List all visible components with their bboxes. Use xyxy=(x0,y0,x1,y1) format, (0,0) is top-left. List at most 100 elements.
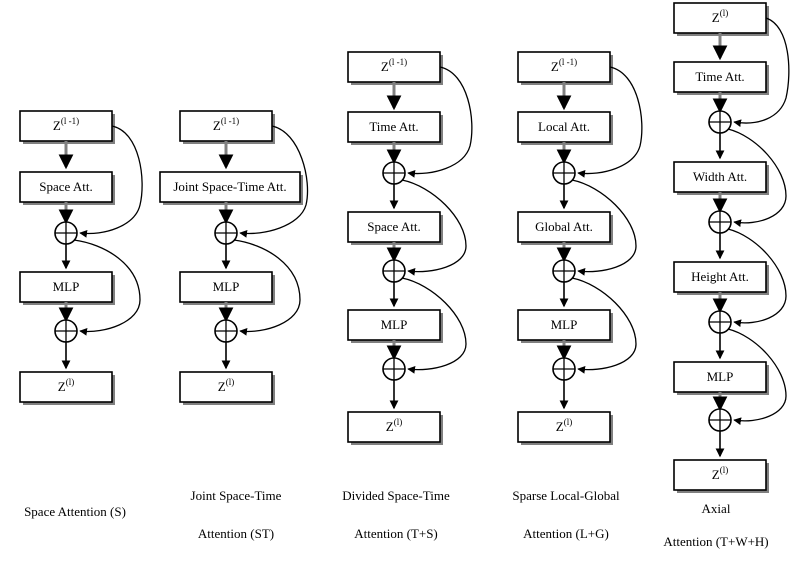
node-mlp: MLP xyxy=(347,309,443,343)
svg-text:Z(l): Z(l) xyxy=(58,377,74,394)
skip-connection-2 xyxy=(571,179,637,276)
skip-connection-1 xyxy=(733,17,790,127)
node-label: Space Att. xyxy=(367,219,420,234)
adder-1 xyxy=(552,161,576,185)
skip-connection-2 xyxy=(73,239,141,336)
node-label: Z xyxy=(53,118,61,133)
node-label: Z xyxy=(712,10,720,25)
column-space-attention: Z(l -1) Space Att. MLP xyxy=(19,110,143,519)
node-label: Z xyxy=(58,379,66,394)
node-label: MLP xyxy=(213,279,240,294)
svg-text:Z(l): Z(l) xyxy=(386,417,402,434)
adder-1 xyxy=(382,161,406,185)
node-label: Z xyxy=(551,59,559,74)
node-space-att: Space Att. xyxy=(347,211,443,245)
node-height-att: Height Att. xyxy=(673,261,769,295)
caption-line-1: Sparse Local-Global xyxy=(512,488,620,503)
node-label: Z xyxy=(556,419,564,434)
node-output-z: Z(l) xyxy=(517,411,613,445)
node-output-z: Z(l) xyxy=(347,411,443,445)
node-label: Time Att. xyxy=(695,69,744,84)
node-label-sup: (l -1) xyxy=(389,57,407,67)
node-label-sup: (l) xyxy=(564,417,573,427)
skip-connection-3 xyxy=(571,277,637,374)
skip-connection-3 xyxy=(401,277,467,374)
svg-text:Z(l): Z(l) xyxy=(218,377,234,394)
adder-3 xyxy=(552,357,576,381)
node-joint-space-time-att: Joint Space-Time Att. xyxy=(159,171,303,205)
node-space-att: Space Att. xyxy=(19,171,115,205)
skip-connection-1 xyxy=(79,125,143,238)
adder-1 xyxy=(214,221,238,245)
node-label: Z xyxy=(381,59,389,74)
node-input-z: Z(l -1) xyxy=(179,110,275,144)
node-label: Width Att. xyxy=(693,169,747,184)
node-output-z: Z(l) xyxy=(673,459,769,493)
node-label: MLP xyxy=(53,279,80,294)
caption-line-1: Divided Space-Time xyxy=(342,488,450,503)
column-sparse-local-global-attention: Z(l -1) Local Att. Global Att. xyxy=(512,51,643,541)
node-input-z: Z(l -1) xyxy=(347,51,443,85)
node-label-sup: (l) xyxy=(66,377,75,387)
node-label: Global Att. xyxy=(535,219,593,234)
skip-connection-4 xyxy=(727,328,787,425)
node-label-sup: (l -1) xyxy=(559,57,577,67)
node-label: MLP xyxy=(551,317,578,332)
node-width-att: Width Att. xyxy=(673,161,769,195)
node-label-sup: (l -1) xyxy=(221,116,239,126)
adder-2 xyxy=(708,210,732,234)
skip-connection-2 xyxy=(233,239,301,336)
node-label: MLP xyxy=(381,317,408,332)
node-label-sup: (l) xyxy=(720,465,729,475)
node-input-z: Z(l) xyxy=(673,2,769,36)
column-divided-space-time-attention: Z(l -1) Time Att. Space Att. xyxy=(342,51,473,541)
adder-2 xyxy=(382,259,406,283)
adder-1 xyxy=(708,110,732,134)
node-label: Time Att. xyxy=(369,119,418,134)
node-label-sup: (l) xyxy=(720,8,729,18)
node-time-att: Time Att. xyxy=(347,111,443,145)
node-output-z: Z(l) xyxy=(19,371,115,405)
node-label: Z xyxy=(712,467,720,482)
node-label: Local Att. xyxy=(538,119,590,134)
adder-3 xyxy=(708,310,732,334)
node-mlp: MLP xyxy=(673,361,769,395)
skip-connection-2 xyxy=(401,179,467,276)
node-time-att: Time Att. xyxy=(673,61,769,95)
caption-line-1: Joint Space-Time xyxy=(191,488,282,503)
adder-1 xyxy=(54,221,78,245)
node-input-z: Z(l -1) xyxy=(19,110,115,144)
column-axial-attention: Z(l) Time Att. Width Att. xyxy=(663,2,790,549)
node-label: Z xyxy=(386,419,394,434)
caption-line-1: Space Attention (S) xyxy=(24,504,126,519)
svg-text:Z(l): Z(l) xyxy=(556,417,572,434)
node-label: Z xyxy=(213,118,221,133)
node-label: Joint Space-Time Att. xyxy=(173,179,286,194)
adder-2 xyxy=(54,319,78,343)
skip-connection-1 xyxy=(577,66,643,178)
skip-connection-1 xyxy=(407,66,473,178)
adder-2 xyxy=(214,319,238,343)
node-mlp: MLP xyxy=(517,309,613,343)
node-label: MLP xyxy=(707,369,734,384)
caption-line-2: Attention (T+S) xyxy=(354,526,438,541)
node-label-sup: (l -1) xyxy=(61,116,79,126)
svg-text:Z(l): Z(l) xyxy=(712,465,728,482)
node-output-z: Z(l) xyxy=(179,371,275,405)
svg-text:Z(l -1): Z(l -1) xyxy=(551,57,577,74)
node-mlp: MLP xyxy=(19,271,115,305)
svg-text:Z(l -1): Z(l -1) xyxy=(213,116,239,133)
node-global-att: Global Att. xyxy=(517,211,613,245)
adder-4 xyxy=(708,408,732,432)
adder-3 xyxy=(382,357,406,381)
node-local-att: Local Att. xyxy=(517,111,613,145)
adder-2 xyxy=(552,259,576,283)
caption-line-1: Axial xyxy=(702,501,731,516)
skip-connection-2 xyxy=(727,128,787,227)
svg-text:Z(l -1): Z(l -1) xyxy=(53,116,79,133)
node-input-z: Z(l -1) xyxy=(517,51,613,85)
node-label: Height Att. xyxy=(691,269,749,284)
node-label: Space Att. xyxy=(39,179,92,194)
